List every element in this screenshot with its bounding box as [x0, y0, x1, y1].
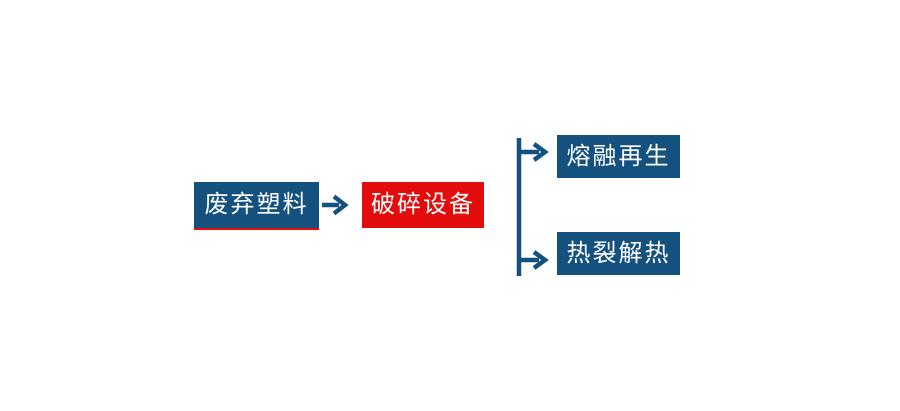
flow-node-waste-plastic: 废弃塑料: [194, 182, 319, 230]
flow-node-crushing-equipment-label: 破碎设备: [371, 191, 475, 218]
split-branch-arrows-icon: [516, 138, 549, 276]
flow-node-pyrolysis-heat: 热裂解热: [557, 232, 680, 275]
flow-node-melt-regeneration-label: 熔融再生: [566, 142, 671, 170]
flow-node-melt-regeneration: 熔融再生: [557, 135, 680, 178]
flow-node-waste-plastic-label: 废弃塑料: [204, 191, 309, 218]
flow-node-pyrolysis-heat-label: 热裂解热: [566, 239, 671, 267]
flow-node-crushing-equipment: 破碎设备: [362, 182, 484, 228]
arrow-right-icon: [322, 194, 349, 216]
